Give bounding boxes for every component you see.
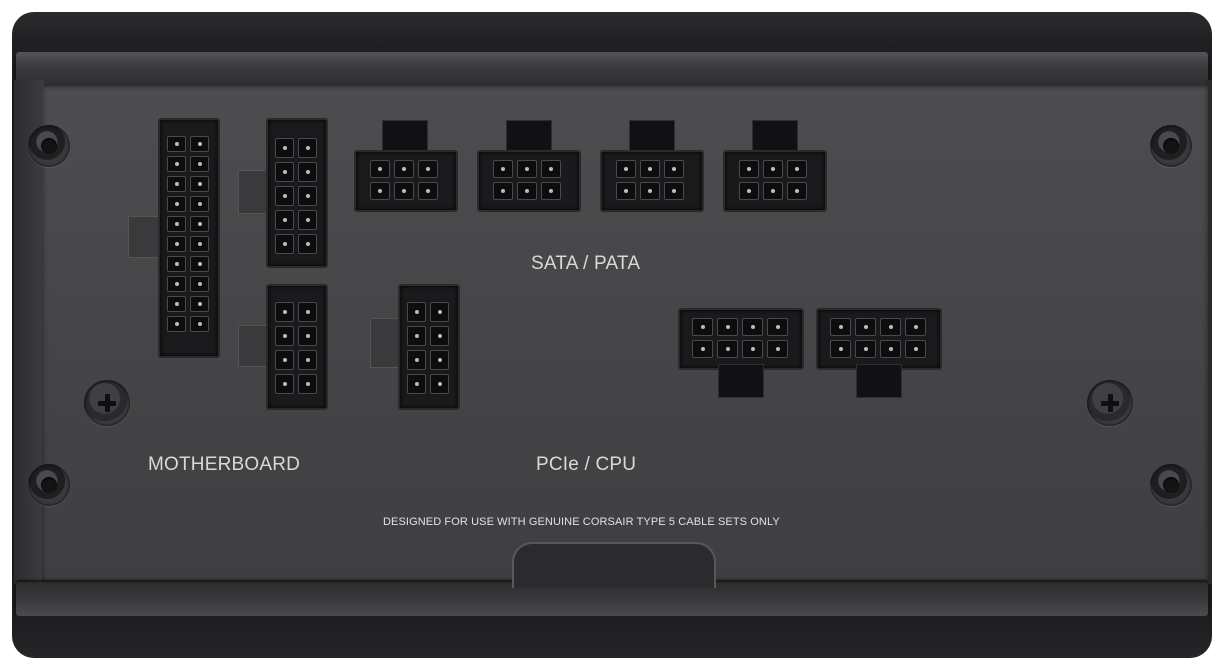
socket-screw-icon xyxy=(28,125,70,167)
pcie-cpu-connector-horizontal-2[interactable] xyxy=(816,308,942,370)
connector-latch xyxy=(382,120,428,154)
socket-screw-icon xyxy=(1150,125,1192,167)
sata-pata-connector-3[interactable] xyxy=(600,150,704,212)
connector-latch xyxy=(506,120,552,154)
motherboard-cpu-connector[interactable] xyxy=(266,284,328,410)
connector-clip xyxy=(128,216,160,258)
panel-notch xyxy=(512,542,716,588)
right-edge xyxy=(1206,80,1212,584)
connector-latch xyxy=(629,120,675,154)
connector-clip xyxy=(238,170,268,214)
connector-latch xyxy=(856,364,902,398)
sata-pata-label: SATA / PATA xyxy=(531,253,641,274)
phillips-screw-icon xyxy=(84,380,130,426)
connector-clip xyxy=(370,318,402,368)
socket-screw-icon xyxy=(1150,464,1192,506)
motherboard-label: MOTHERBOARD xyxy=(148,454,301,475)
socket-screw-icon xyxy=(28,464,70,506)
pcie-cpu-connector-horizontal-1[interactable] xyxy=(678,308,804,370)
phillips-screw-icon xyxy=(1087,380,1133,426)
sata-pata-connector-4[interactable] xyxy=(723,150,827,212)
connector-latch xyxy=(752,120,798,154)
motherboard-main-connector[interactable] xyxy=(158,118,220,358)
connector-clip xyxy=(238,325,268,367)
top-rail xyxy=(16,52,1208,86)
pcie-cpu-label: PCIe / CPU xyxy=(536,454,637,475)
connector-latch xyxy=(718,364,764,398)
sata-pata-connector-1[interactable] xyxy=(354,150,458,212)
cable-notice: DESIGNED FOR USE WITH GENUINE CORSAIR TY… xyxy=(383,516,780,528)
sata-pata-connector-2[interactable] xyxy=(477,150,581,212)
pcie-cpu-connector-vertical[interactable] xyxy=(398,284,460,410)
motherboard-secondary-connector[interactable] xyxy=(266,118,328,268)
